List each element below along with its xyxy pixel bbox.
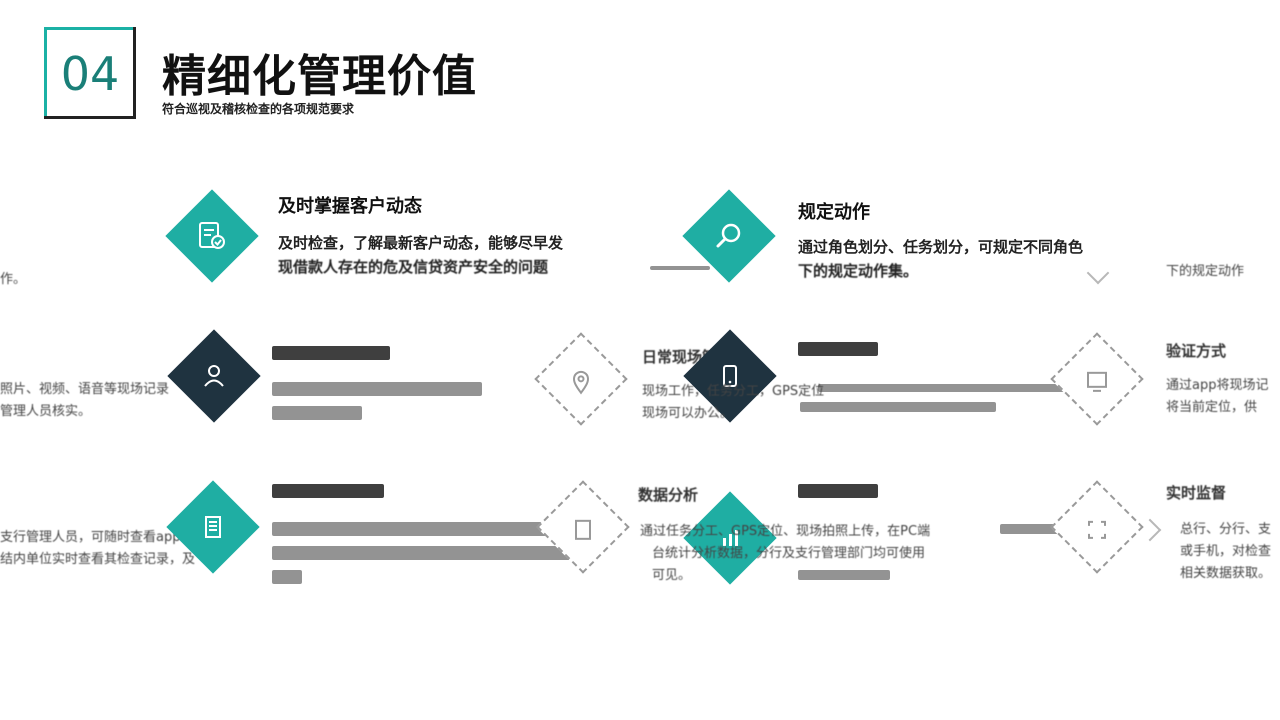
actions-title: 规定动作 <box>798 202 870 223</box>
verify-desc-line1: 通过app将现场记 <box>1166 378 1269 393</box>
blurred-text-bar <box>818 384 1108 392</box>
magnifier-icon <box>716 223 741 248</box>
mid-work-desc2: 现场可以办公。 <box>642 406 734 421</box>
blurred-title-bar <box>798 342 878 356</box>
connector-line <box>650 266 710 270</box>
blurred-text-bar <box>272 406 362 420</box>
customer-desc-line1: 及时检查，了解最新客户动态，能够尽早发 <box>278 234 564 252</box>
customer-desc-line2: 现借款人存在的危及信贷资产安全的问题 <box>278 258 549 276</box>
blurred-title-bar <box>272 484 384 498</box>
chart-icon <box>723 530 738 546</box>
actions-diamond <box>682 189 776 283</box>
chevron-right-icon <box>1138 518 1162 542</box>
user-diamond <box>167 329 261 423</box>
fragment-left-mid2: 管理人员核实。 <box>0 404 92 419</box>
blurred-text-bar <box>800 402 996 412</box>
scan-icon <box>1088 520 1106 539</box>
blurred-text-bar <box>272 570 302 584</box>
blurred-title-bar <box>272 346 390 360</box>
blurred-text-bar <box>272 546 578 560</box>
section-number-box: 04 <box>44 27 136 119</box>
phone-icon <box>723 365 737 387</box>
fragment-right-top: 下的规定动作 <box>1166 264 1245 279</box>
document-list-icon <box>205 516 221 538</box>
blurred-text-bar <box>272 382 482 396</box>
blurred-text-bar <box>798 570 890 580</box>
analysis-desc-line3: 可见。 <box>652 568 692 583</box>
monitor-diamond <box>1050 332 1144 426</box>
actions-desc-line2: 下的规定动作集。 <box>798 262 919 280</box>
customer-diamond <box>165 189 259 283</box>
verify-desc-line2: 将当前定位，供 <box>1166 400 1258 415</box>
realtime-desc-line3: 相关数据获取。 <box>1180 566 1272 581</box>
chart-diamond <box>683 491 777 585</box>
analysis-desc-line1: 通过任务分工、GPS定位、现场拍照上传，在PC端 <box>640 524 931 539</box>
fragment-left-bot2: 结内单位实时查看其检查记录，及 <box>0 552 196 567</box>
scan-diamond <box>1050 480 1144 574</box>
actions-desc-line1: 通过角色划分、任务划分，可规定不同角色 <box>798 238 1084 256</box>
list-diamond <box>166 480 260 574</box>
analysis-title: 数据分析 <box>638 486 699 504</box>
realtime-desc-line1: 总行、分行、支 <box>1180 522 1272 537</box>
file-icon <box>575 519 591 540</box>
fragment-left-mid1: 照片、视频、语音等现场记录 <box>0 382 170 397</box>
section-number: 04 <box>60 47 120 101</box>
page-title: 精细化管理价值 <box>162 51 477 102</box>
verify-title: 验证方式 <box>1166 342 1227 360</box>
location-pin-icon <box>572 370 590 395</box>
fragment-left-bot1: 支行管理人员，可随时查看app或pc <box>0 530 209 545</box>
customer-title: 及时掌握客户动态 <box>278 196 422 217</box>
mid-work-desc1: 现场工作，任务分工，GPS定位 <box>642 384 825 399</box>
chevron-top-right <box>1086 261 1110 285</box>
analysis-desc-line2: 台统计分析数据，分行及支行管理部门均可使用 <box>652 546 926 561</box>
user-icon <box>204 365 224 387</box>
blurred-text-bar <box>272 522 582 536</box>
document-check-icon <box>199 222 225 249</box>
file-diamond <box>536 480 630 574</box>
fragment-left-top: 作。 <box>0 272 27 287</box>
page-subtitle: 符合巡视及稽核检查的各项规范要求 <box>162 102 355 116</box>
realtime-desc-line2: 或手机，对检查 <box>1180 544 1272 559</box>
location-diamond <box>534 332 628 426</box>
phone-diamond <box>683 329 777 423</box>
realtime-title: 实时监督 <box>1166 484 1227 502</box>
monitor-icon <box>1087 371 1107 392</box>
blurred-title-bar <box>798 484 878 498</box>
